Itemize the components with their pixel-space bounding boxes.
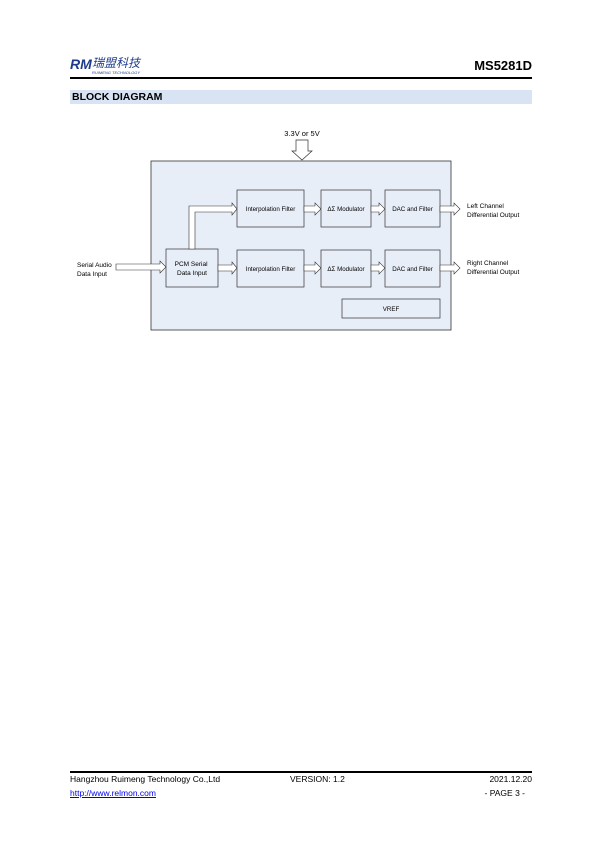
right-output-label: Right Channel Differential Output	[467, 260, 519, 276]
part-number: MS5281D	[474, 58, 532, 73]
right-output-arrow	[439, 261, 461, 275]
mod-to-dac-bottom-arrow	[370, 261, 386, 275]
dac-bottom-block	[384, 249, 441, 288]
mod-to-dac-top-arrow	[370, 202, 386, 216]
supply-label: 3.3V or 5V	[284, 129, 319, 138]
interp-to-mod-top-arrow	[303, 202, 322, 216]
interp-filter-top-label: Interpolation Filter	[246, 206, 296, 213]
footer-company: Hangzhou Ruimeng Technology Co.,Ltd	[70, 774, 221, 784]
interp-to-mod-bottom-arrow	[303, 261, 322, 275]
interp-filter-bottom-label: Interpolation Filter	[246, 266, 296, 273]
modulator-bottom-block	[320, 249, 372, 288]
logo-chinese: 瑞盟科技	[92, 56, 142, 70]
dac-top-block	[384, 189, 441, 228]
supply-arrow	[291, 139, 313, 161]
company-logo: RM 瑞盟科技 RUIMENG TECHNOLOGY	[70, 56, 142, 75]
section-title: BLOCK DIAGRAM	[72, 91, 163, 103]
serial-input-label: Serial Audio Data Input	[77, 262, 114, 278]
footer-rule	[70, 771, 532, 773]
modulator-bottom-label: ΔΣ Modulator	[327, 266, 364, 273]
pcm-serial-block	[165, 248, 219, 288]
interp-filter-bottom-block	[236, 249, 305, 288]
footer-version: VERSION: 1.2	[290, 774, 345, 784]
pcm-serial-label: PCM Serial Data Input	[175, 261, 210, 277]
footer-page-number: - PAGE 3 -	[484, 788, 525, 798]
pcm-to-bottom-arrow	[217, 261, 238, 275]
footer-date: 2021.12.20	[489, 774, 532, 784]
footer-url-link[interactable]: http://www.relmon.com	[70, 788, 156, 798]
header-rule	[70, 77, 532, 79]
serial-input-arrow	[115, 260, 167, 274]
page-header: RM 瑞盟科技 RUIMENG TECHNOLOGY MS5281D	[70, 54, 532, 78]
pcm-to-top-arrow	[188, 202, 238, 250]
logo-initials: RM	[70, 56, 92, 72]
section-heading-bar: BLOCK DIAGRAM	[70, 90, 532, 104]
vref-label: VREF	[383, 306, 400, 313]
block-diagram: 3.3V or 5V Serial Audio Data Input PCM S…	[77, 129, 519, 331]
dac-top-label: DAC and Filter	[392, 206, 433, 213]
vref-block	[341, 298, 441, 319]
dac-bottom-label: DAC and Filter	[392, 266, 433, 273]
left-output-arrow	[439, 202, 461, 216]
modulator-top-label: ΔΣ Modulator	[327, 206, 364, 213]
interp-filter-top-block	[236, 189, 305, 228]
logo-english: RUIMENG TECHNOLOGY	[92, 70, 140, 75]
left-output-label: Left Channel Differential Output	[467, 203, 519, 219]
